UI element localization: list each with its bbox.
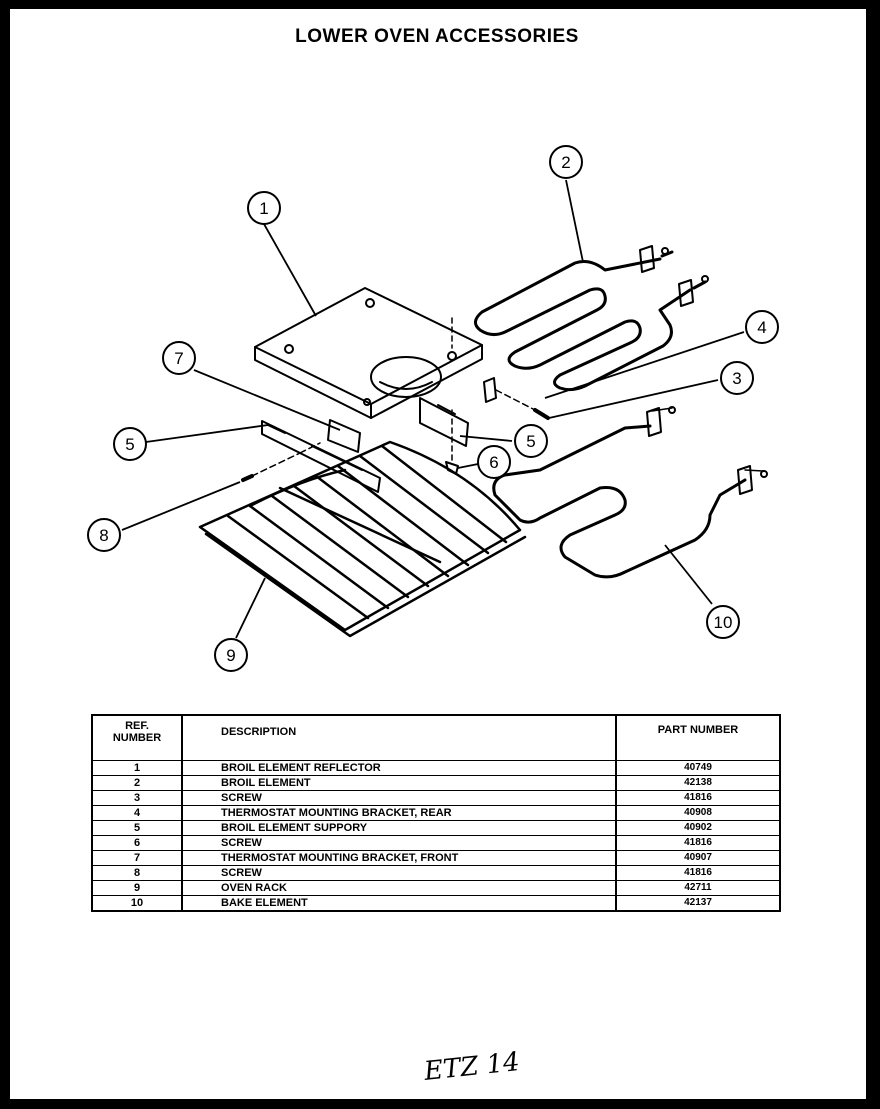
description-cell: BROIL ELEMENT SUPPORY xyxy=(182,820,617,836)
description-cell: THERMOSTAT MOUNTING BRACKET, REAR xyxy=(182,805,617,821)
oven-rack-drawing xyxy=(198,440,527,638)
description-cell: SCREW xyxy=(182,865,617,881)
page-title: LOWER OVEN ACCESSORIES xyxy=(295,26,579,47)
callout-2: 2 xyxy=(561,153,570,172)
part-number-cell: 40908 xyxy=(616,805,780,821)
part-number-cell: 40902 xyxy=(616,820,780,836)
part-number-cell: 40749 xyxy=(616,760,780,776)
bake-element-drawing xyxy=(492,424,747,579)
description-cell: THERMOSTAT MOUNTING BRACKET, FRONT xyxy=(182,850,617,866)
description-cell: SCREW xyxy=(182,835,617,851)
description-cell: OVEN RACK xyxy=(182,880,617,896)
ref-cell: 8 xyxy=(92,865,183,881)
callout-7: 7 xyxy=(174,349,183,368)
broil-reflector-drawing xyxy=(254,287,483,419)
ref-cell: 5 xyxy=(92,820,183,836)
description-header: DESCRIPTION xyxy=(182,715,617,761)
callout-3: 3 xyxy=(732,369,741,388)
document-sheet xyxy=(10,9,866,1099)
callout-4: 4 xyxy=(757,318,766,337)
description-cell: SCREW xyxy=(182,790,617,806)
part-number-cell: 42138 xyxy=(616,775,780,791)
part-number-cell: 40907 xyxy=(616,850,780,866)
callout-5-left: 5 xyxy=(125,435,134,454)
ref-cell: 6 xyxy=(92,835,183,851)
ref-cell: 2 xyxy=(92,775,183,791)
part-number-header: PART NUMBER xyxy=(616,715,780,761)
part-number-cell: 42137 xyxy=(616,895,780,912)
callout-6: 6 xyxy=(489,453,498,472)
callout-5-right: 5 xyxy=(526,432,535,451)
part-number-cell: 41816 xyxy=(616,835,780,851)
part-number-cell: 42711 xyxy=(616,880,780,896)
description-cell: BROIL ELEMENT REFLECTOR xyxy=(182,760,617,776)
ref-cell: 10 xyxy=(92,895,183,912)
ref-cell: 3 xyxy=(92,790,183,806)
ref-cell: 7 xyxy=(92,850,183,866)
callout-8: 8 xyxy=(99,526,108,545)
callout-1: 1 xyxy=(259,199,268,218)
part-number-cell: 41816 xyxy=(616,865,780,881)
description-cell: BROIL ELEMENT xyxy=(182,775,617,791)
callout-9: 9 xyxy=(226,646,235,665)
table-header-row: REF. NUMBER DESCRIPTION PART NUMBER xyxy=(92,715,780,761)
description-cell: BAKE ELEMENT xyxy=(182,895,617,912)
ref-number-header: REF. NUMBER xyxy=(92,715,183,761)
broil-element-drawing xyxy=(474,250,707,392)
ref-cell: 1 xyxy=(92,760,183,776)
callout-10: 10 xyxy=(714,613,733,632)
part-number-cell: 41816 xyxy=(616,790,780,806)
ref-cell: 4 xyxy=(92,805,183,821)
ref-cell: 9 xyxy=(92,880,183,896)
